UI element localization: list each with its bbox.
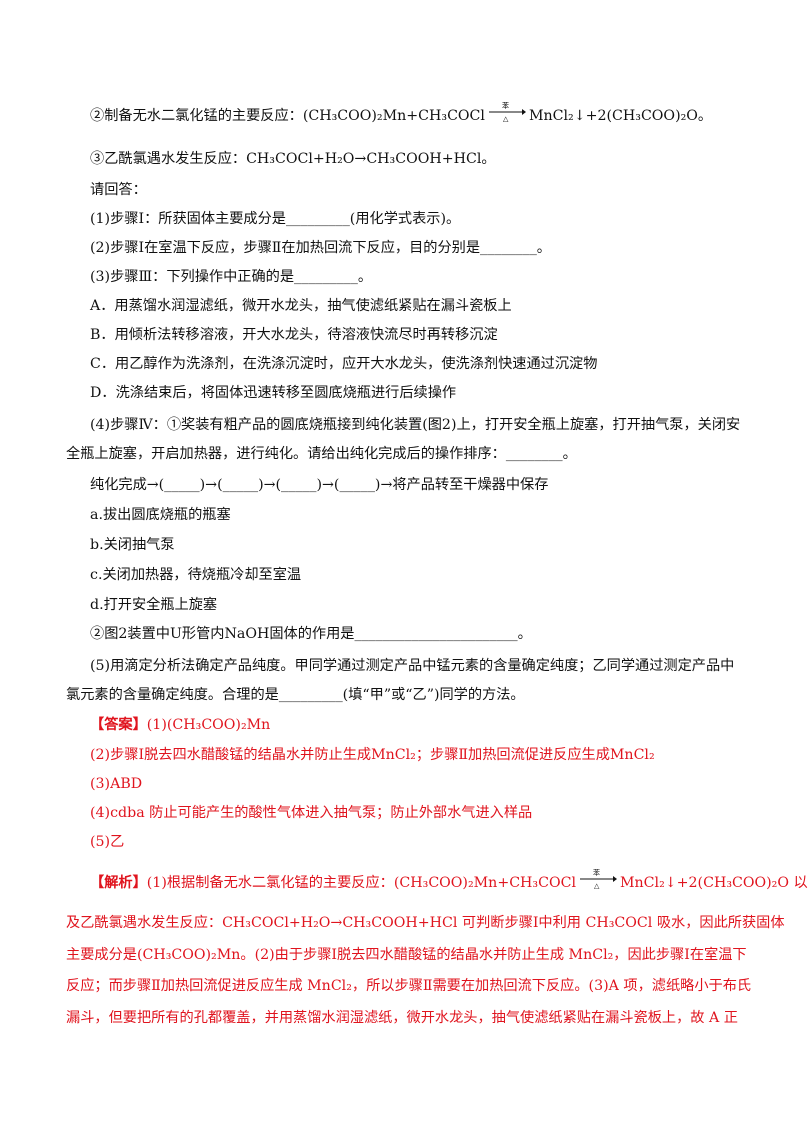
answer-1-text: (1)(CH₃COO)₂Mn — [146, 717, 271, 733]
option-b: B．用倾析法转移溶液，开大水龙头，待溶液快流尽时再转移沉淀 — [90, 327, 498, 343]
question-5-cont: 氯元素的含量确定纯度。合理的是_________(填“甲”或“乙”)同学的方法。 — [66, 687, 525, 703]
question-4-cont: 全瓶上旋塞，开启加热器，进行纯化。请给出纯化完成后的操作排序：________。 — [66, 446, 577, 462]
step-a: a.拔出圆底烧瓶的瓶塞 — [90, 507, 231, 523]
question-5: (5)用滴定分析法确定产品纯度。甲同学通过测定产品中锰元素的含量确定纯度；乙同学… — [90, 658, 735, 674]
answer-5: (5)乙 — [90, 834, 125, 850]
step-b: b.关闭抽气泵 — [90, 537, 175, 553]
analysis-tag: 【解析】 — [90, 875, 147, 891]
analysis-arrow-bottom-label: △ — [594, 882, 600, 890]
answer-3: (3)ABD — [90, 776, 143, 792]
analysis-reaction-left: (1)根据制备无水二氯化锰的主要反应：(CH₃COO)₂Mn+CH₃COCl — [146, 875, 577, 891]
reaction-line: ②制备无水二氯化锰的主要反应：(CH₃COO)₂Mn+CH₃COCl 苯 △ M… — [90, 101, 713, 126]
text-line: ③乙酰氯遇水发生反应：CH₃COCl+H₂O→CH₃COOH+HCl。 — [90, 151, 496, 167]
analysis-line-3: 主要成分是(CH₃COO)₂Mn。(2)由于步骤Ⅰ脱去四水醋酸锰的结晶水并防止生… — [66, 947, 747, 963]
answer-1: 【答案】(1)(CH₃COO)₂Mn — [90, 715, 270, 735]
question-4: (4)步骤Ⅳ：①奖装有粗产品的圆底烧瓶接到纯化装置(图2)上，打开安全瓶上旋塞，… — [90, 417, 741, 433]
text-line: 请回答： — [90, 182, 147, 198]
analysis-reaction-right: MnCl₂↓+2(CH₃COO)₂O 以 — [620, 875, 808, 891]
step-d: d.打开安全瓶上旋塞 — [90, 597, 218, 613]
option-c: C．用乙醇作为洗涤剂，在洗涤沉淀时，应开大水龙头，使洗涤剂快速通过沉淀物 — [90, 356, 598, 372]
reaction-right: MnCl₂↓+2(CH₃COO)₂O。 — [528, 108, 713, 124]
option-d: D．洗涤结束后，将固体迅速转移至圆底烧瓶进行后续操作 — [90, 385, 457, 401]
question-4-part2: ②图2装置中U形管内NaOH固体的作用是____________________… — [90, 626, 532, 642]
question-1: (1)步骤Ⅰ：所获固体主要成分是_________(用化学式表示)。 — [90, 211, 461, 227]
analysis-line-1: 【解析】(1)根据制备无水二氯化锰的主要反应：(CH₃COO)₂Mn+CH₃CO… — [90, 868, 808, 893]
sequence-line: 纯化完成→(_____)→(_____)→(_____)→(_____)→将产品… — [90, 477, 549, 493]
answer-2: (2)步骤Ⅰ脱去四水醋酸锰的结晶水并防止生成MnCl₂；步骤Ⅱ加热回流促进反应生… — [90, 747, 655, 763]
step-c: c.关闭加热器，待烧瓶冷却至室温 — [90, 567, 302, 583]
analysis-line-4: 反应；而步骤Ⅱ加热回流促进反应生成 MnCl₂，所以步骤Ⅱ需要在加热回流下反应。… — [66, 978, 752, 994]
analysis-reaction-arrow: 苯 △ — [580, 868, 618, 890]
answer-tag: 【答案】 — [90, 717, 147, 733]
analysis-arrow-top-label: 苯 — [593, 868, 600, 877]
analysis-line-5: 漏斗，但要把所有的孔都覆盖，并用蒸馏水润湿滤纸，微开水龙头，抽气使滤纸紧贴在漏斗… — [66, 1010, 738, 1026]
question-3: (3)步骤Ⅲ：下列操作中正确的是_________。 — [90, 269, 373, 285]
option-a: A．用蒸馏水润湿滤纸，微开水龙头，抽气使滤纸紧贴在漏斗瓷板上 — [90, 298, 512, 314]
arrow-bottom-label: △ — [503, 115, 509, 123]
question-2: (2)步骤Ⅰ在室温下反应，步骤Ⅱ在加热回流下反应，目的分别是________。 — [90, 240, 551, 256]
reaction-left: ②制备无水二氯化锰的主要反应：(CH₃COO)₂Mn+CH₃COCl — [90, 108, 485, 124]
reaction-arrow: 苯 △ — [488, 101, 526, 123]
analysis-line-2: 及乙酰氯遇水发生反应：CH₃COCl+H₂O→CH₃COOH+HCl 可判断步骤… — [66, 915, 785, 931]
answer-4: (4)cdba 防止可能产生的酸性气体进入抽气泵；防止外部水气进入样品 — [90, 805, 533, 821]
arrow-top-label: 苯 — [502, 101, 509, 110]
